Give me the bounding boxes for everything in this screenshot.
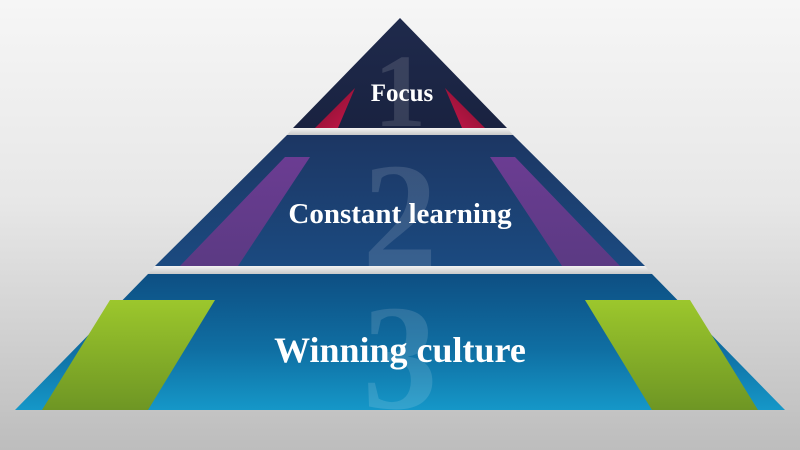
separator-band-upper	[287, 128, 513, 135]
tier-1-label: Focus	[371, 80, 434, 107]
tier-3: 3 Winning culture	[15, 274, 785, 441]
tier-1-number: 1	[374, 34, 426, 149]
tier-2-label: Constant learning	[288, 198, 512, 230]
tier-1-accent-right	[445, 88, 485, 128]
tier-2: 2 Constant learning	[155, 133, 645, 299]
tier-3-accent-right	[585, 300, 758, 410]
separator-band-lower	[148, 266, 652, 274]
tier-1: 1 Focus	[293, 18, 507, 149]
tier-3-number: 3	[363, 275, 438, 441]
tier-2-accent-left	[180, 157, 310, 266]
tier-2-accent-right	[490, 157, 620, 266]
tier-3-label: Winning culture	[274, 330, 526, 370]
tier-3-accent-left	[42, 300, 215, 410]
tier-1-accent-left	[315, 88, 355, 128]
tier-2-number: 2	[363, 133, 438, 299]
